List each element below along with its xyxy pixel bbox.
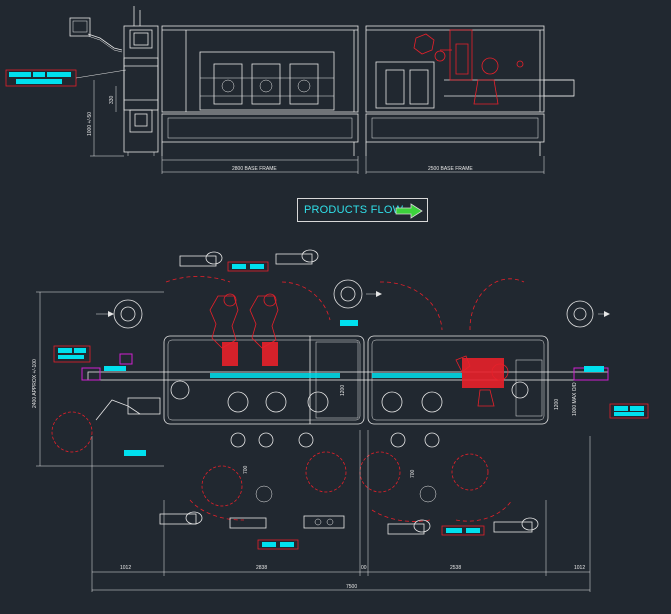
callout-labels: [53, 261, 649, 550]
right-machine-frame: [365, 25, 575, 156]
vert-dim-left: 700: [243, 465, 249, 474]
label-station-left: [209, 293, 279, 366]
dim-total: 7500: [346, 584, 357, 590]
arrow-right-icon: [395, 203, 423, 219]
inner-dim-right: 1200: [554, 399, 560, 410]
lower-rolls: [51, 411, 489, 507]
products-flow-label: PRODUCTS FLOW: [304, 204, 404, 216]
conveyor: [81, 367, 609, 381]
elevation-view: 2800 BASE FRAME 2500 BASE FRAME 1000 +/-…: [5, 6, 575, 174]
infeed-tower: [123, 6, 159, 156]
dim-00: 00: [361, 565, 367, 571]
right-od-dim: 1000 MAX O/D: [572, 382, 578, 416]
star-wheels: [170, 380, 529, 413]
plan-width-dim: 2400 APPROX +/-100: [32, 359, 38, 408]
vert-dim-right: 700: [410, 469, 416, 478]
dim-2538: 2538: [450, 565, 461, 571]
label-rolls: [159, 249, 539, 535]
operator-panel: [69, 17, 123, 53]
inner-dim-left: 1200: [340, 385, 346, 396]
plan-view: 2400 APPROX +/-100 1200 1200: [32, 249, 649, 592]
height-dim-b: 330: [109, 95, 115, 104]
label-station-right: [455, 355, 509, 407]
height-dim-a: 1000 +/-50: [87, 112, 93, 136]
labeller-head-elevation: [413, 29, 524, 105]
dim-1012-left: 1012: [120, 565, 131, 571]
bottom-dimension-chain: 1012 2838 00 2538 1012 7500: [91, 430, 591, 592]
dim-1012-right: 1012: [574, 565, 585, 571]
left-machine-frame: [161, 25, 359, 156]
base-frame-right-dim: 2500 BASE FRAME: [428, 166, 473, 172]
products-flow-legend: PRODUCTS FLOW: [297, 198, 428, 222]
base-frame-left-dim: 2800 BASE FRAME: [232, 166, 277, 172]
dim-2838: 2838: [256, 565, 267, 571]
